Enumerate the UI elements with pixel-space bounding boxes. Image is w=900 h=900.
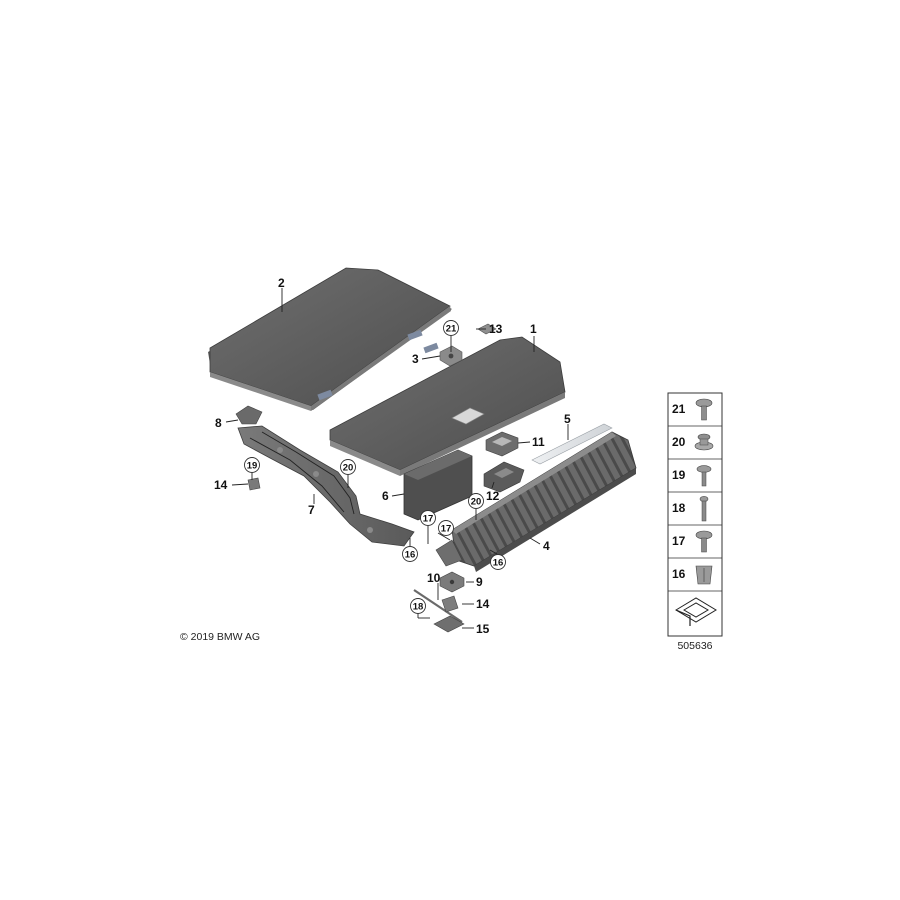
- callout-label: 16: [405, 550, 416, 561]
- fastener-table: 21 20 19 18 17 16: [667, 392, 723, 637]
- part-labels: 1 2 3 4 5 6 7 8 9 10 11 12 13 14 14 15: [214, 276, 571, 636]
- orientation-arrow-icon: [675, 597, 717, 626]
- leader-lines: [225, 288, 569, 629]
- part-15-holder: [433, 615, 465, 633]
- fastener-label: 20: [672, 435, 686, 449]
- callout-label: 19: [247, 461, 258, 472]
- callout-badge: 18: [410, 598, 426, 614]
- fastener-label: 17: [672, 534, 686, 548]
- part-1-floor-panel-lower: [329, 336, 566, 476]
- part-label: 6: [382, 489, 389, 503]
- part-label: 9: [476, 575, 483, 589]
- callout-labels: 21 19 20 20 17 17 16 16: [244, 320, 506, 614]
- callout-badge: 20: [468, 493, 484, 509]
- part-label: 15: [476, 622, 490, 636]
- callout-label: 18: [413, 602, 424, 613]
- callout-label: 20: [343, 463, 354, 474]
- part-label: 11: [532, 435, 545, 449]
- copyright-text: © 2019 BMW AG: [180, 631, 260, 643]
- fastener-label: 19: [672, 468, 686, 482]
- callout-badge: 17: [420, 510, 436, 526]
- callout-badge: 20: [340, 459, 356, 475]
- callout-badge: 21: [443, 320, 459, 336]
- part-3-bracket: [439, 345, 463, 367]
- callout-badge: 17: [438, 520, 454, 536]
- part-2-floor-panel-upper: [208, 267, 452, 411]
- nut-icon-20: [694, 433, 714, 451]
- bolt-icon-18: [699, 496, 709, 522]
- part-6-storage-box: [403, 449, 473, 521]
- callout-label: 21: [446, 324, 457, 335]
- screw-icon-17: [695, 530, 713, 553]
- callout-label: 20: [471, 497, 482, 508]
- part-13-cover-plate: [477, 323, 497, 335]
- part-label: 13: [489, 322, 503, 336]
- callout-badge: 16: [402, 546, 418, 562]
- callout-label: 17: [441, 524, 452, 535]
- part-10-rod: [413, 589, 463, 623]
- callout-label: 16: [493, 558, 504, 569]
- part-12-cover: [483, 461, 525, 493]
- screw-icon-19: [696, 465, 712, 487]
- part-label: 4: [543, 539, 550, 553]
- screw-icon-21: [695, 398, 713, 421]
- part-14-clip-lower: [441, 595, 459, 613]
- part-11-frame: [485, 431, 519, 457]
- part-label: 5: [564, 412, 571, 426]
- part-label: 14: [214, 478, 228, 492]
- part-4-loading-sill-trim: [435, 431, 637, 572]
- part-label: 12: [486, 489, 500, 503]
- expanding-nut-icon-16: [695, 565, 713, 585]
- fastener-label: 18: [672, 501, 686, 515]
- fastener-label: 16: [672, 567, 686, 581]
- part-8-holder: [235, 405, 263, 425]
- part-label: 2: [278, 276, 285, 290]
- part-7-side-carrier: [237, 425, 415, 547]
- fastener-label: 21: [672, 402, 686, 416]
- callout-badge: 19: [244, 457, 260, 473]
- part-label: 10: [427, 571, 441, 585]
- part-label: 14: [476, 597, 490, 611]
- part-9-bracket: [439, 571, 465, 593]
- callout-badge: 16: [490, 554, 506, 570]
- part-label: 8: [215, 416, 222, 430]
- part-5-protective-strip: [531, 423, 613, 465]
- callout-label: 17: [423, 514, 434, 525]
- part-label: 3: [412, 352, 419, 366]
- part-14-clip-left: [247, 477, 261, 491]
- diagram-number: 505636: [677, 640, 712, 652]
- part-label: 1: [530, 322, 537, 336]
- part-label: 7: [308, 503, 315, 517]
